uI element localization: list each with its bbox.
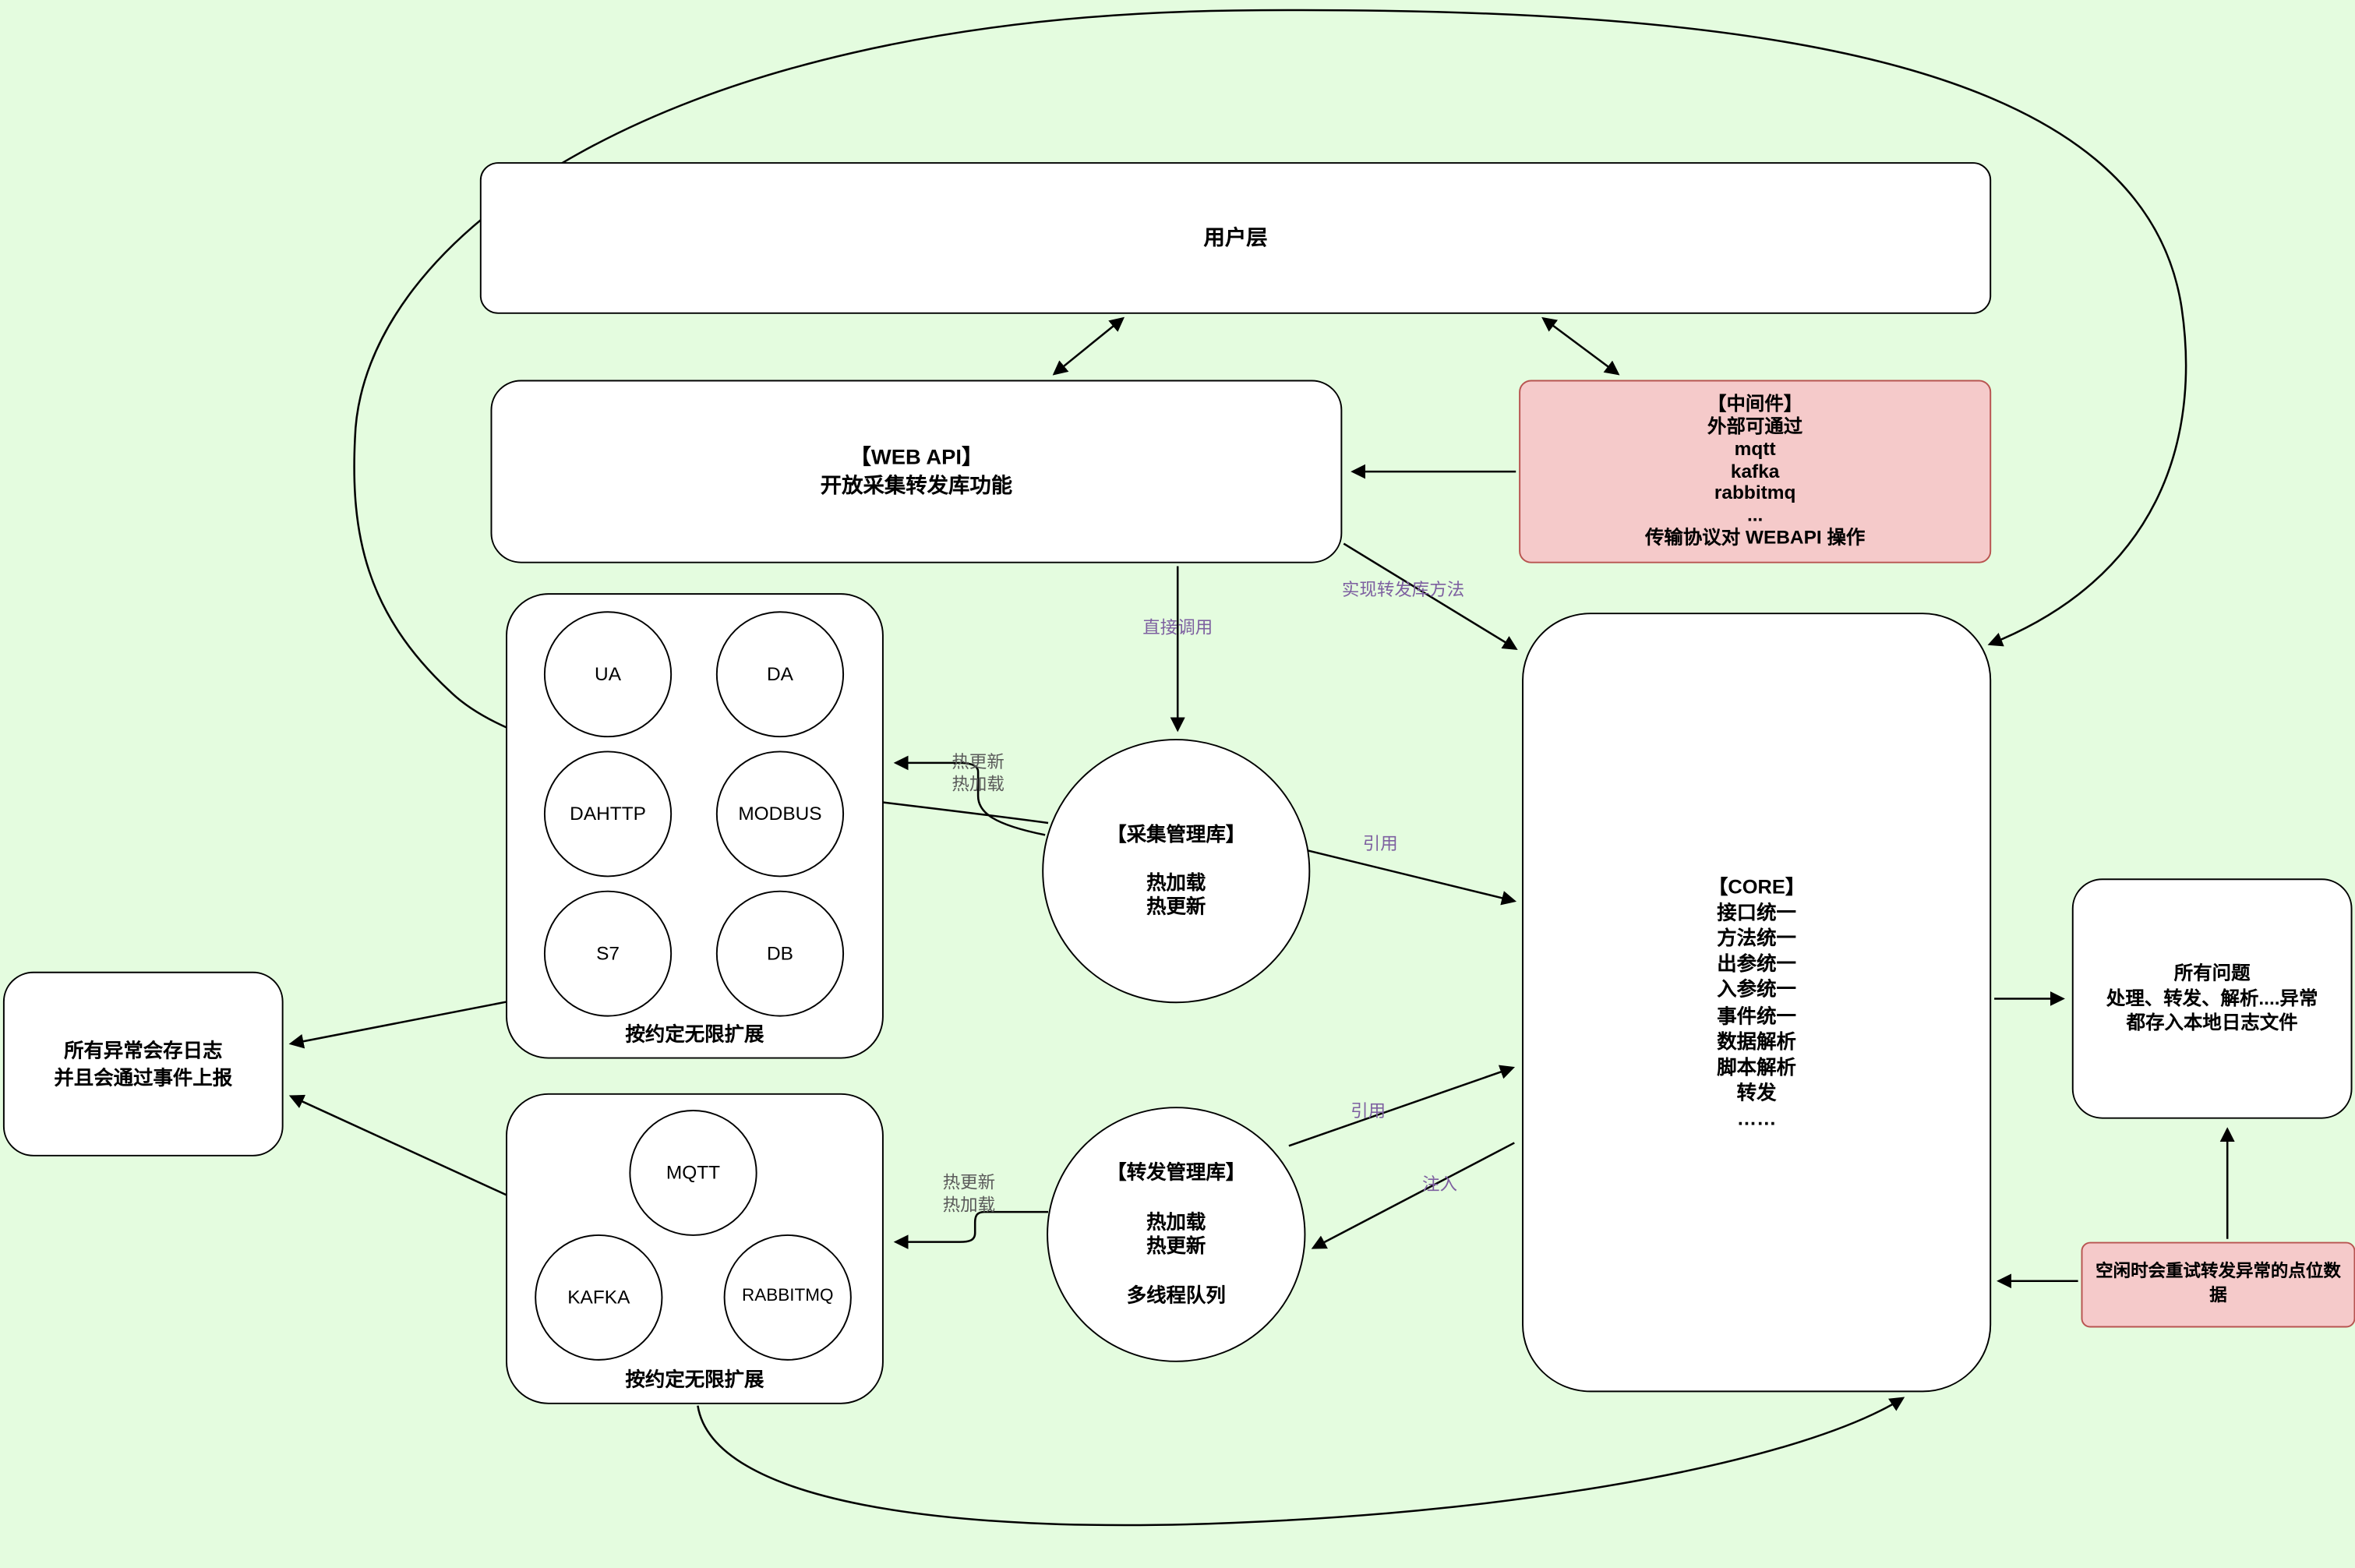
edge-label-hot-update-forward: 热更新 热加载 (942, 1174, 996, 1215)
forward-protocols-caption: 按约定无限扩展 (625, 1368, 764, 1391)
collect-protocols-caption: 按约定无限扩展 (625, 1022, 764, 1046)
node-protocol-kafka: KAFKA (535, 1234, 663, 1361)
node-collect-manager: 【采集管理库】 热加载 热更新 (1042, 739, 1311, 1004)
edge-userlayer-middleware (1541, 316, 1620, 376)
edge-forwardbox-exceptions (288, 1094, 508, 1197)
edge-forwardmanager-forwardbox (893, 1210, 1049, 1250)
edge-label-direct-call: 直接调用 (1142, 619, 1213, 638)
edge-collectmanager-collectbox (893, 755, 1046, 836)
node-protocol-da: DA (715, 611, 845, 738)
node-protocol-rabbitmq: RABBITMQ (723, 1234, 852, 1361)
node-core: 【CORE】 接口统一 方法统一 出参统一 入参统一 事件统一 数据解析 脚本解… (1522, 613, 1992, 1393)
edge-label-reference-forward: 引用 (1351, 1103, 1386, 1121)
edge-forwardbox-core-bottom (697, 1397, 1905, 1527)
node-exception-report: 所有异常会存日志 并且会通过事件上报 (2, 971, 284, 1157)
edge-core-forwardmanager (1311, 1142, 1515, 1249)
node-protocol-s7: S7 (543, 890, 673, 1017)
node-issues-log: 所有问题 处理、转发、解析....异常 都存入本地日志文件 (2071, 878, 2353, 1119)
node-retry: 空闲时会重试转发异常的点位数据 (2081, 1241, 2355, 1328)
edge-label-implement-forward: 实现转发库方法 (1341, 581, 1465, 600)
edge-label-inject: 注入 (1421, 1176, 1457, 1195)
node-protocol-db: DB (715, 890, 845, 1017)
node-protocol-mqtt: MQTT (629, 1110, 757, 1236)
node-protocol-modbus: MODBUS (715, 750, 845, 878)
node-user-layer: 用户层 (479, 162, 1992, 314)
node-protocol-dahttp: DAHTTP (543, 750, 673, 878)
node-middleware: 【中间件】 外部可通过 mqtt kafka rabbitmq ... 传输协议… (1519, 380, 1992, 563)
edge-collectbox-exceptions (288, 1001, 508, 1049)
edge-webapi-core (1343, 542, 1518, 650)
edge-userlayer-webapi (1052, 316, 1125, 376)
edge-label-hot-update-collect: 热更新 热加载 (952, 754, 1004, 795)
edge-label-reference-collect: 引用 (1362, 835, 1398, 854)
node-forward-manager: 【转发管理库】 热加载 热更新 多线程队列 (1047, 1107, 1306, 1362)
node-web-api: 【WEB API】 开放采集转发库功能 (490, 380, 1343, 563)
node-protocol-ua: UA (543, 611, 673, 738)
edge-big-loop-core (353, 9, 2187, 825)
edge-forwardmanager-core (1288, 1065, 1516, 1147)
edge-collectmanager-core (1305, 849, 1517, 906)
